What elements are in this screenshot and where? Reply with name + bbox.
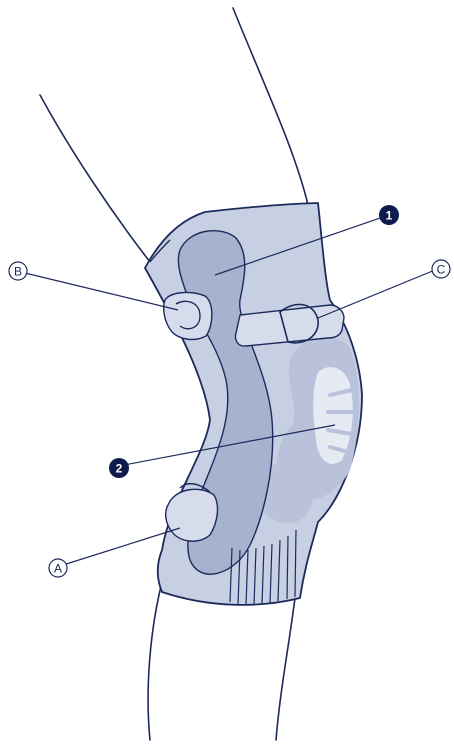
callout-2-label: 2 [116, 462, 123, 476]
callout-b-label: B [14, 265, 22, 279]
callout-1: 1 [379, 205, 399, 225]
callout-a: A [49, 559, 67, 577]
callout-c: C [432, 260, 450, 278]
strap-a-loop [166, 489, 218, 541]
shin-back-line [148, 582, 162, 740]
callout-2: 2 [109, 458, 129, 478]
shin-front-line [276, 590, 296, 740]
strap-b [164, 293, 212, 340]
callout-c-label: C [437, 263, 446, 277]
callout-a-label: A [54, 562, 62, 576]
callout-1-label: 1 [386, 209, 393, 223]
callout-b: B [9, 262, 27, 280]
strap-b-loop [164, 293, 212, 340]
thigh-front-line [233, 8, 308, 205]
strap-a [166, 484, 218, 542]
thigh-back-line [40, 95, 150, 262]
leader-line-c [318, 270, 435, 318]
